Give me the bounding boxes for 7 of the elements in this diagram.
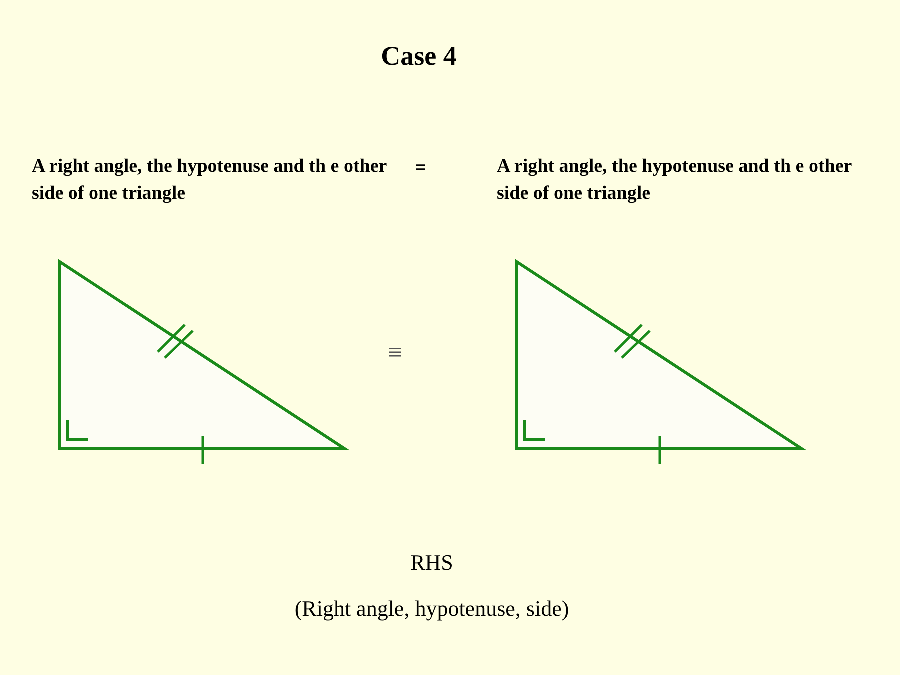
equals-sign: = (415, 157, 426, 179)
title: Case 4 (380, 40, 458, 73)
statement-text: A right angle, the hypotenuse and th e other side of one triangle (32, 156, 387, 204)
statement-text: A right angle, the hypotenuse and th e other side of one triangle (497, 156, 852, 204)
rule-name: RHS (410, 550, 454, 575)
congruent-sign: ≡ (388, 338, 403, 367)
rule-description: (Right angle, hypotenuse, side) (294, 596, 570, 621)
